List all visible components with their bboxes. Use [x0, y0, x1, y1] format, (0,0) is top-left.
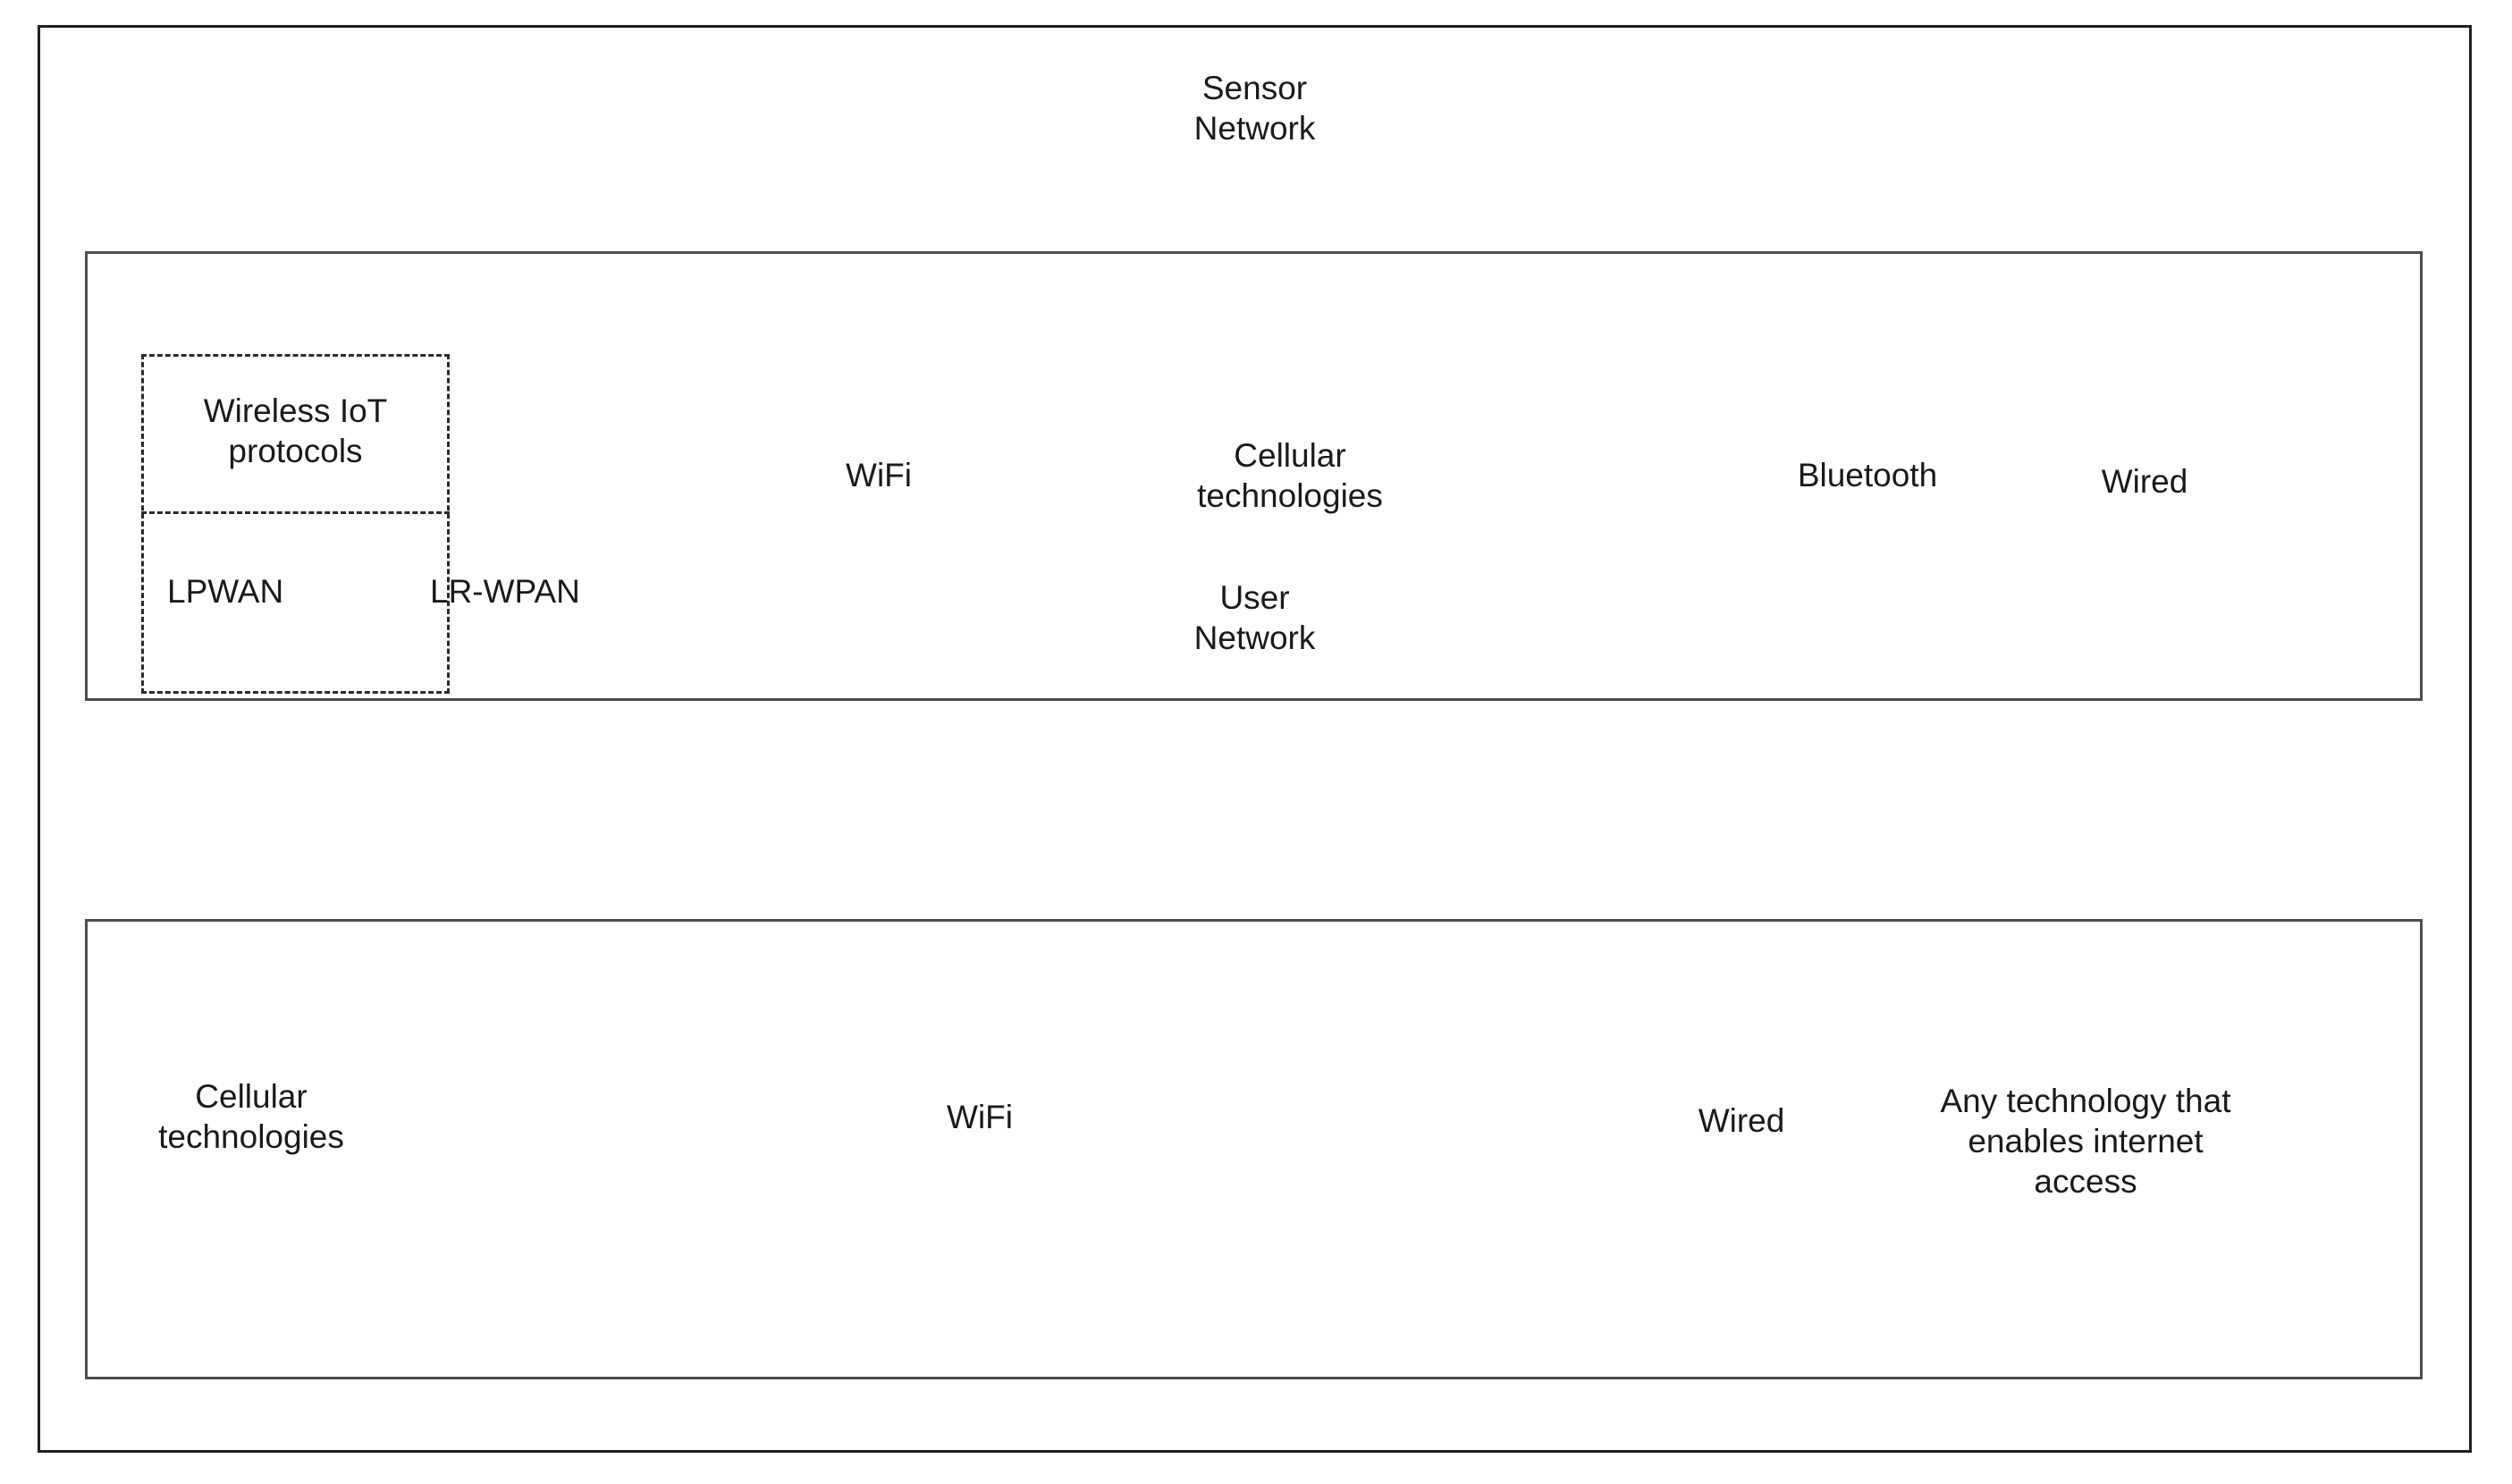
- user-technology-cellular: Cellular technologies: [158, 1078, 344, 1156]
- diagram-frame: Sensor Network Wireless IoT protocols LP…: [38, 25, 2472, 1453]
- user-network-panel: Cellular technologies WiFi Wired Any tec…: [85, 919, 2423, 1379]
- lr-wpan-label: LR-WPAN: [430, 573, 580, 610]
- user-technology-any-internet-access: Any technology that enables internet acc…: [1940, 1083, 2231, 1201]
- wireless-iot-subtypes-region: LPWAN LR-WPAN: [144, 517, 580, 691]
- sensor-network-caption: Sensor Network: [1193, 70, 1316, 148]
- user-network-caption: User Network: [1193, 579, 1316, 657]
- sensor-technology-wifi: WiFi: [846, 457, 912, 493]
- wireless-iot-protocols-label: Wireless IoT protocols: [203, 392, 388, 469]
- user-technology-wifi: WiFi: [947, 1099, 1013, 1135]
- user-technology-wired: Wired: [1698, 1102, 1785, 1139]
- sensor-technology-cellular: Cellular technologies: [1197, 437, 1383, 515]
- sensor-network-panel: Wireless IoT protocols LPWAN LR-WPAN WiF…: [85, 251, 2423, 701]
- lpwan-label: LPWAN: [167, 573, 284, 610]
- wireless-iot-protocols-group: Wireless IoT protocols LPWAN LR-WPAN: [141, 354, 580, 694]
- wireless-iot-protocols-header: Wireless IoT protocols: [141, 354, 450, 514]
- sensor-technology-bluetooth: Bluetooth: [1797, 457, 1938, 493]
- sensor-technology-wired: Wired: [2101, 463, 2188, 500]
